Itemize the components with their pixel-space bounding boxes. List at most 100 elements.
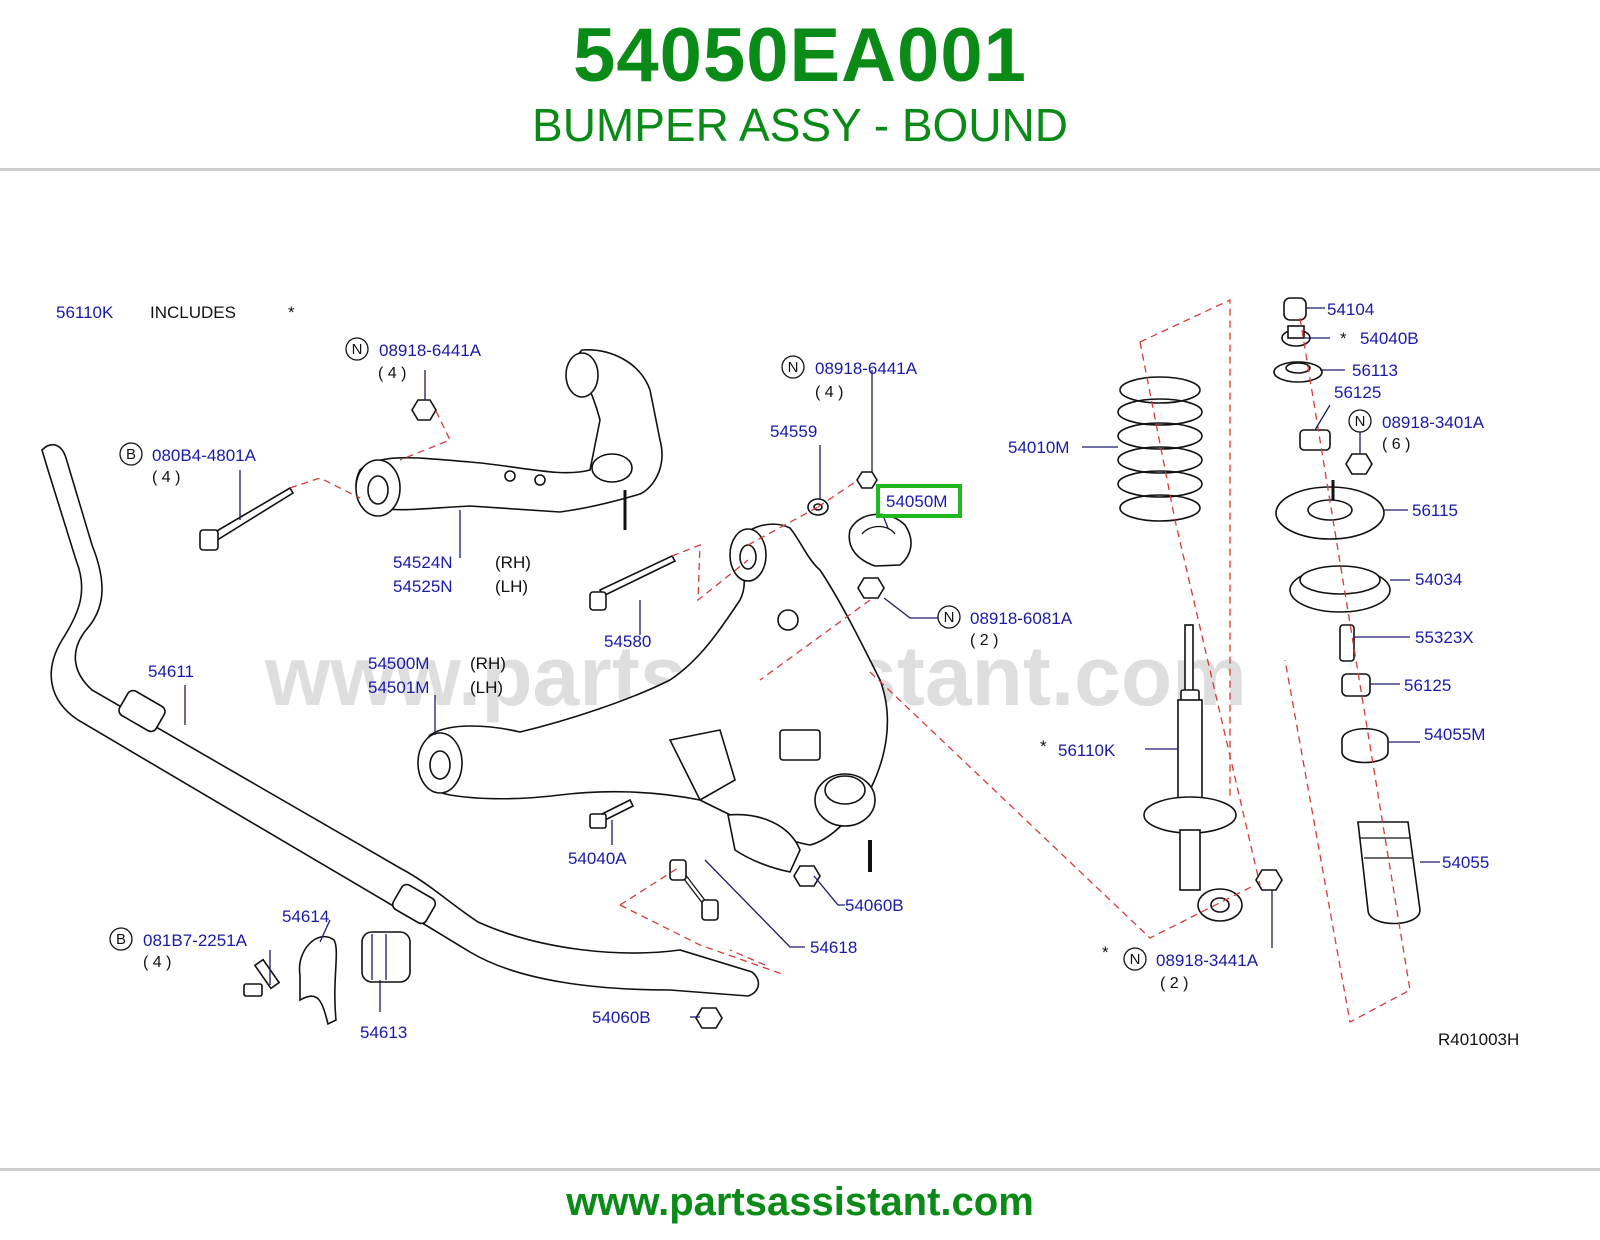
label-08918-6441A-upper: 08918-6441A [379, 341, 482, 360]
bumper-bound-54050M [848, 513, 912, 567]
label-55323X: 55323X [1415, 628, 1474, 647]
n-circle-3401 [1348, 409, 1372, 433]
label-54580: 54580 [604, 632, 651, 651]
qty-6441a: ( 4 ) [378, 365, 406, 382]
stabilizer-bushing [361, 931, 411, 983]
highlight-box [876, 484, 962, 518]
callout-labels: 56110K INCLUDES * 54104 * 54040B 56113 5… [56, 300, 1519, 1049]
label-54559: 54559 [770, 422, 817, 441]
mount-56115 [1275, 480, 1385, 540]
diagram-reference: R401003H [1438, 1030, 1519, 1049]
n-letter-3441: N [1130, 951, 1141, 968]
lower-arm-bolt [589, 554, 677, 611]
label-54040A: 54040A [568, 849, 627, 868]
qty-4801: ( 4 ) [152, 469, 180, 486]
label-56113: 56113 [1352, 361, 1398, 380]
label-54055M: 54055M [1424, 725, 1485, 744]
label-54500M: 54500M [368, 654, 429, 673]
label-54525N: 54525N [393, 577, 453, 596]
label-54040B: 54040B [1360, 329, 1419, 348]
includes-mark: * [288, 303, 295, 322]
label-08918-3441A: 08918-3441A [1156, 951, 1259, 970]
qty-6441b: ( 4 ) [815, 384, 843, 401]
star-54040B: * [1340, 329, 1347, 348]
label-56125-upper: 56125 [1334, 383, 1381, 402]
upper-arm-nut [411, 399, 437, 421]
nut-3441 [1255, 869, 1283, 891]
label-56110K: 56110K [1058, 741, 1116, 760]
part-name-subtitle: BUMPER ASSY - BOUND [532, 99, 1068, 151]
stabilizer-bar [41, 443, 760, 997]
seat-54034 [1289, 565, 1391, 613]
stabilizer-link [669, 859, 719, 921]
includes-text: INCLUDES [150, 303, 236, 322]
n-circle-6081 [937, 605, 961, 629]
label-54060B-lower: 54060B [592, 1008, 651, 1027]
label-54050M: 54050M [886, 492, 947, 511]
footer-divider [0, 1168, 1600, 1171]
n-letter-3401: N [1355, 413, 1366, 430]
label-08918-6441A-lower: 08918-6441A [815, 359, 918, 378]
washer-56113 [1273, 361, 1323, 383]
nut-6441-lower [856, 471, 878, 489]
header-divider [0, 168, 1600, 171]
bound-bumper-54055M [1341, 728, 1389, 764]
label-080B4-4801A: 080B4-4801A [152, 446, 257, 465]
qty-2251: ( 4 ) [143, 954, 171, 971]
label-08918-3401A: 08918-3401A [1382, 413, 1485, 432]
nut-6081 [857, 577, 885, 599]
lh-54525N: (LH) [495, 577, 528, 596]
lower-arm-bolt-54040A [589, 798, 635, 829]
nut-3401 [1345, 453, 1373, 475]
qty-3401: ( 6 ) [1382, 436, 1410, 453]
bushing-56125-lower [1341, 673, 1371, 697]
coil-spring-54010M [1117, 376, 1203, 522]
spacer-55323X [1339, 624, 1355, 662]
qty-6081: ( 2 ) [970, 632, 998, 649]
label-54524N: 54524N [393, 553, 453, 572]
label-54060B-upper: 54060B [845, 896, 904, 915]
label-54104: 54104 [1327, 300, 1374, 319]
n-circle-6441b [781, 355, 805, 379]
nut-54040B [1281, 325, 1311, 347]
label-54034: 54034 [1415, 570, 1462, 589]
b-letter-4801: B [126, 446, 136, 463]
bracket-bolt [243, 958, 281, 997]
dust-boot-54055 [1357, 821, 1421, 925]
rh-54524N: (RH) [495, 553, 531, 572]
stabilizer-nut-lower [695, 1007, 723, 1029]
n-letter-6441a: N [352, 341, 363, 358]
star-56110K: * [1040, 737, 1047, 756]
leader-lines [184, 307, 1440, 1018]
n-circle-3441 [1123, 947, 1147, 971]
label-56115: 56115 [1412, 501, 1458, 520]
qty-3441: ( 2 ) [1160, 975, 1188, 992]
label-54010M: 54010M [1008, 438, 1069, 457]
stabilizer-bracket [298, 935, 338, 1026]
n-letter-6441b: N [788, 359, 799, 376]
label-54613: 54613 [360, 1023, 407, 1042]
label-56110K-includes: 56110K [56, 303, 114, 322]
b-circle-2251 [109, 927, 133, 951]
label-54614: 54614 [282, 907, 329, 926]
cap-54104 [1283, 297, 1307, 321]
label-08918-6081A: 08918-6081A [970, 609, 1073, 628]
b-letter-2251: B [116, 931, 126, 948]
lower-link-arm [417, 523, 889, 873]
part-number-title: 54050EA001 [573, 13, 1027, 98]
footer-url: www.partsassistant.com [566, 1180, 1034, 1224]
upper-arm-bolt [199, 486, 295, 551]
label-56125-lower: 56125 [1404, 676, 1451, 695]
b-circle-4801 [119, 442, 143, 466]
label-081B7-2251A: 081B7-2251A [143, 931, 248, 950]
lh-54501M: (LH) [470, 678, 503, 697]
lower-arm-nut-54060B [793, 865, 821, 887]
n-circle-6441a [345, 337, 369, 361]
label-54618: 54618 [810, 938, 857, 957]
label-54501M: 54501M [368, 678, 429, 697]
shock-absorber-56110K [1143, 624, 1243, 922]
star-3441: * [1102, 943, 1109, 962]
assembly-lines [289, 298, 1411, 1023]
rh-54500M: (RH) [470, 654, 506, 673]
